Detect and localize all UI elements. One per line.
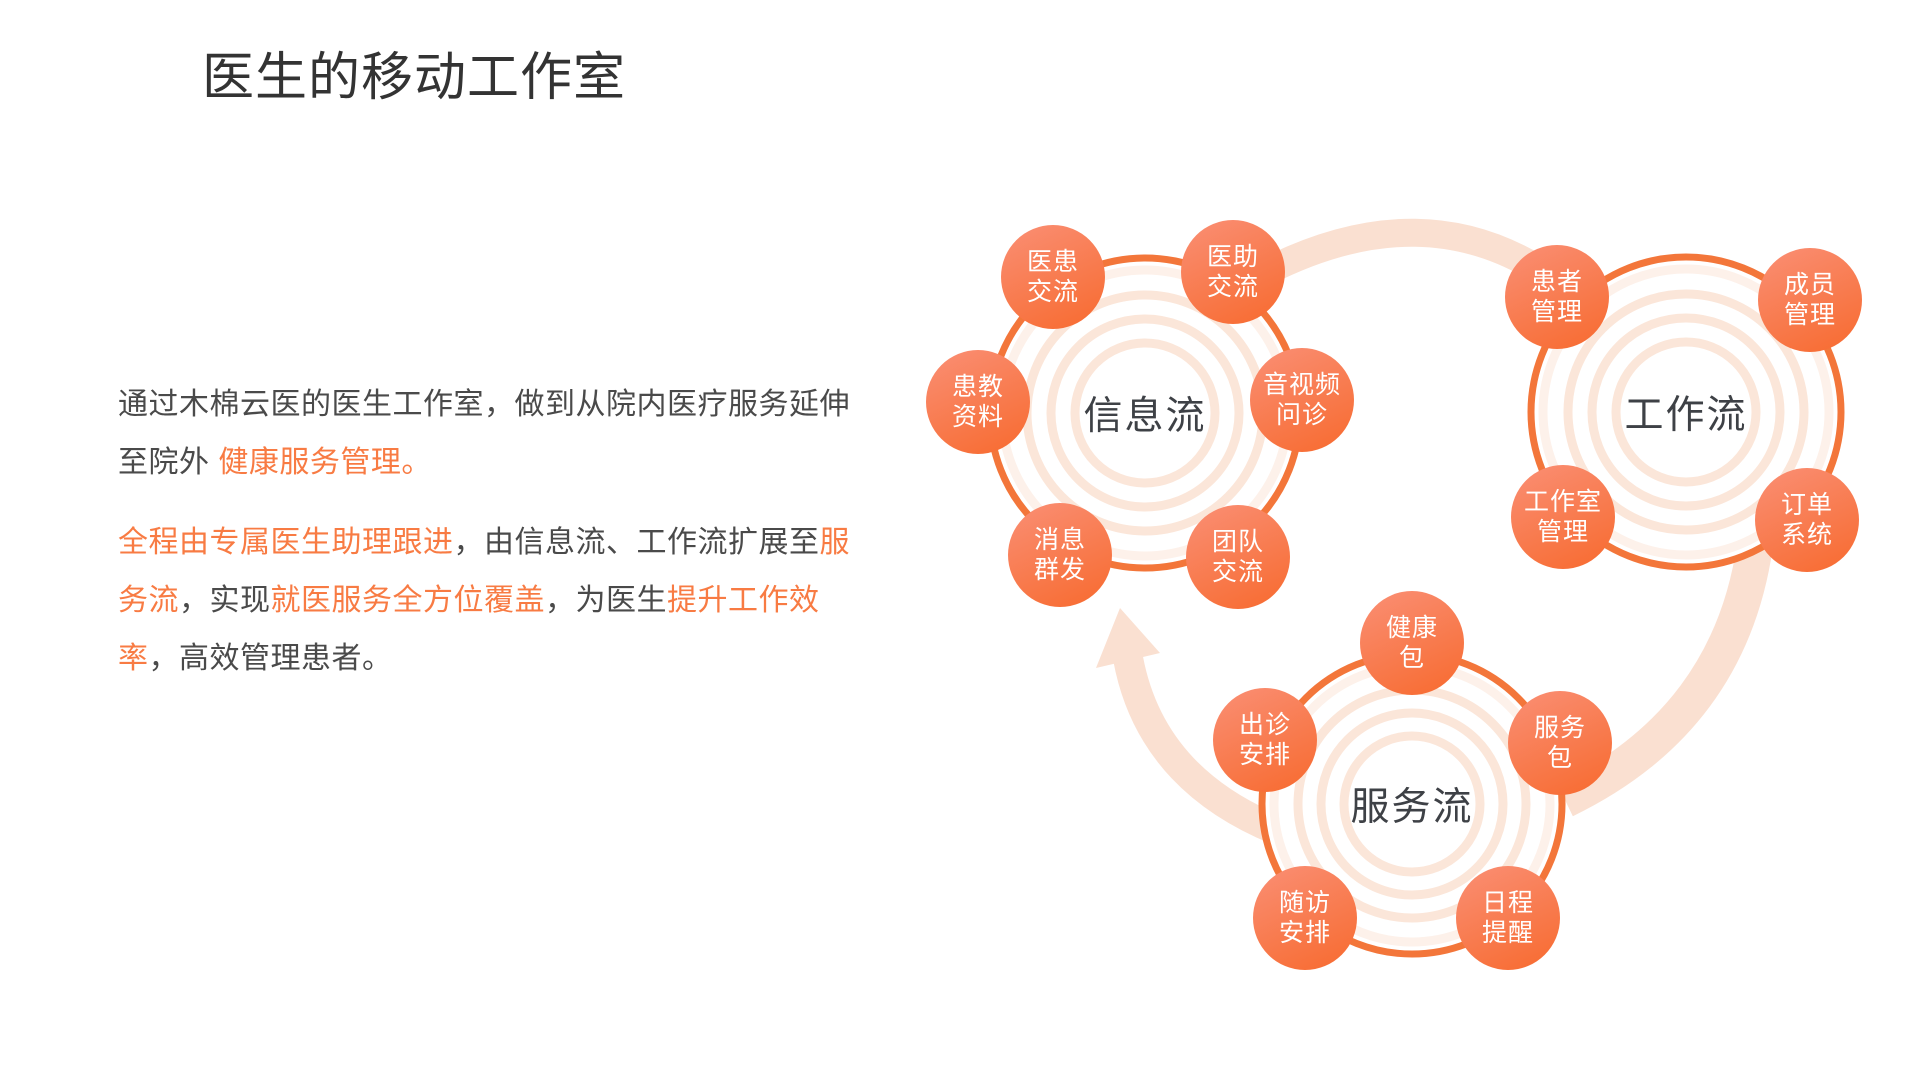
arrow-head-icon: [1096, 608, 1160, 668]
decorative-ring: [1316, 708, 1508, 900]
bubble-patient-management: 患者 管理: [1505, 245, 1609, 349]
bubble-medical-assistant-communication: 医助 交流: [1181, 220, 1285, 324]
decorative-ring: [1611, 337, 1761, 487]
bubble-doctor-patient-communication: 医患 交流: [1001, 225, 1105, 329]
bubble-studio-management: 工作室 管理: [1511, 465, 1615, 569]
label-information-flow: 信息流: [1083, 395, 1207, 438]
bubble-outpatient-visit-schedule: 出诊 安排: [1213, 688, 1317, 792]
decorative-ring: [1563, 289, 1809, 535]
text-segment-highlight: 服务流: [118, 526, 850, 617]
text-segment-highlight: 健康服务管理。: [218, 446, 432, 479]
label-service-flow: 服务流: [1350, 786, 1474, 829]
decorative-ring: [1046, 314, 1244, 512]
decorative-ring: [1587, 313, 1785, 511]
bubble-calendar-reminder: 日程 提醒: [1456, 866, 1560, 970]
text-segment-highlight: 全程由专属医生助理跟进: [118, 526, 454, 559]
text-segment-highlight: 提升工作效率: [118, 584, 820, 675]
decorative-ring: [1070, 338, 1220, 488]
text-segment: ，高效管理患者。: [148, 642, 393, 675]
decorative-ring: [1538, 264, 1834, 560]
intro-paragraph-1: 通过木棉云医的医生工作室，做到从院内医疗服务延伸至院外 健康服务管理。: [118, 376, 866, 492]
decorative-ring: [1339, 731, 1485, 877]
bubble-team-communication: 团队 交流: [1186, 505, 1290, 609]
bubble-message-broadcast: 消息 群发: [1008, 503, 1112, 607]
bubble-followup-schedule: 随访 安排: [1253, 866, 1357, 970]
label-work-flow: 工作流: [1624, 394, 1748, 437]
bubble-patient-education-materials: 患教 资料: [926, 350, 1030, 454]
bubble-order-system: 订单 系统: [1755, 468, 1859, 572]
text-segment: ，由信息流、工作流扩展至: [453, 526, 820, 559]
text-segment-highlight: 就医服务全方位覆盖: [270, 584, 545, 617]
connector-arc-work-to-service: [1557, 542, 1773, 817]
text-segment: ，实现: [179, 584, 271, 617]
text-segment: ，为医生: [545, 584, 667, 617]
bubble-member-management: 成员 管理: [1758, 248, 1862, 352]
intro-text-block: 通过木棉云医的医生工作室，做到从院内医疗服务延伸至院外 健康服务管理。 全程由专…: [118, 376, 866, 710]
intro-paragraph-2: 全程由专属医生助理跟进，由信息流、工作流扩展至服务流，实现就医服务全方位覆盖，为…: [118, 514, 866, 688]
page-title: 医生的移动工作室: [202, 49, 627, 107]
bubble-service-package: 服务 包: [1508, 691, 1612, 795]
text-segment: 通过木棉云医的医生工作室，做到从院内医疗服务延伸至院外: [118, 388, 850, 479]
bubble-health-package: 健康 包: [1360, 591, 1464, 695]
bubble-audio-video-consultation: 音视频 问诊: [1250, 348, 1354, 452]
